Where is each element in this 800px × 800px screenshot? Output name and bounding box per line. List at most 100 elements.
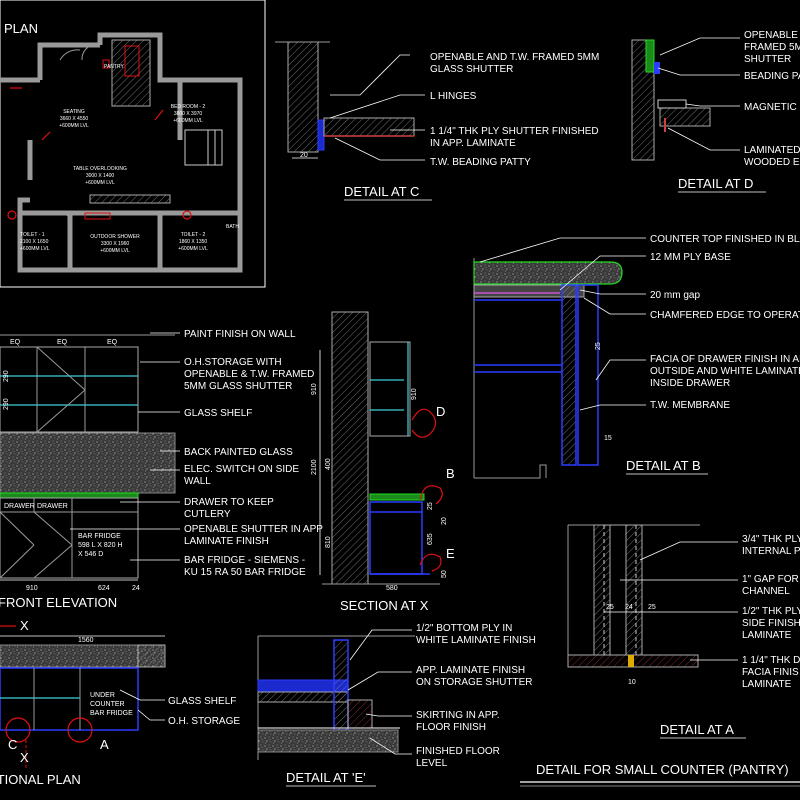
detail-b-dim-1: 25 [595, 342, 602, 350]
detail-a-note-7: LAMINATE [742, 630, 792, 641]
front-elev-note-13: BAR FRIDGE - SIEMENS - [184, 555, 305, 566]
front-elev-note-8: WALL [184, 476, 211, 487]
section-x-callout-d [411, 408, 437, 438]
svg-text:2100 X 1650: 2100 X 1650 [20, 239, 49, 245]
plan-room-label-seating: SEATING 3660 X 4550 +600MM LVL [59, 109, 89, 129]
front-elev-drawer-1: DRAWER [4, 503, 35, 510]
detail-d-note-1: OPENABLE [744, 30, 798, 41]
section-x-callout-b [419, 485, 443, 505]
detail-a-dim-25a: 25 [606, 604, 614, 611]
detail-a-title: DETAIL AT A [660, 722, 734, 737]
section-x-dim-910a: 910 [311, 383, 318, 395]
detail-c-dim: 20 [300, 152, 308, 159]
detail-a-note-9: FACIA FINIS [742, 667, 799, 678]
sectional-plan-marker-a: A [100, 737, 109, 752]
section-x-marker-b: B [446, 466, 455, 481]
plan-door-outdoor [84, 212, 111, 220]
sectional-plan-marker-x-bottom: X [20, 750, 29, 765]
detail-c: 20 OPENABLE AND T.W. FRAMED 5MM GLASS SH… [275, 41, 599, 201]
detail-b-note-7: INSIDE DRAWER [650, 378, 730, 389]
detail-b-note-3: 20 mm gap [650, 290, 700, 301]
front-elev-dim-910: 910 [26, 585, 38, 592]
detail-d-note-4: BEADING PA [744, 71, 800, 82]
front-elevation: DRAWER DRAWER BAR FRIDGE 598 L X 820 H X… [0, 329, 323, 610]
detail-a-note-5: 1/2" THK PLY [742, 606, 800, 617]
sectional-plan-inner-1: UNDER [90, 692, 115, 699]
section-x-dim-2100: 2100 [311, 459, 318, 475]
plan-view: PLAN SEATING 3660 X 4550 + [0, 0, 266, 288]
plan-title: PLAN [4, 21, 38, 36]
sectional-plan-inner-3: BAR FRIDGE [90, 710, 133, 717]
detail-e-title: DETAIL AT 'E' [286, 770, 366, 785]
detail-b-note-1: COUNTER TOP FINISHED IN BLAC [650, 234, 800, 245]
svg-text:3300 X 1960: 3300 X 1960 [101, 241, 130, 247]
detail-e-note-6: FLOOR FINISH [416, 722, 486, 733]
svg-text:3660 X 4550: 3660 X 4550 [60, 116, 89, 122]
detail-c-note-2: GLASS SHUTTER [430, 64, 513, 75]
detail-b-note-2: 12 MM PLY BASE [650, 252, 731, 263]
detail-a-dim-24: 24 [625, 604, 633, 611]
detail-c-note-4: 1 1/4" THK PLY SHUTTER FINISHED [430, 126, 599, 137]
plan-door-swing [59, 49, 81, 61]
section-x: 910 2100 400 810 580 910 25 20 635 50 D … [311, 311, 455, 613]
front-elev-note-6: BACK PAINTED GLASS [184, 447, 293, 458]
detail-a-panel-left [593, 524, 611, 656]
plan-room-label-toilet1: TOILET - 1 2100 X 1650 +600MM LVL [20, 232, 50, 252]
detail-e-note-2: WHITE LAMINATE FINISH [416, 635, 536, 646]
plan-room-label-bath: BATH [226, 224, 239, 230]
front-elev-dim-290b: 290 [3, 398, 10, 410]
detail-c-wall [287, 41, 319, 153]
detail-e-note-5: SKIRTING IN APP. [416, 710, 500, 721]
detail-a: 25 24 25 10 3/4" THK PLY INTERNAL P 1" G… [567, 524, 800, 739]
svg-text:TOILET - 2: TOILET - 2 [181, 232, 206, 238]
detail-a-note-2: INTERNAL P [742, 546, 800, 557]
plan-room-label-table: TABLE OVERLOOKING 3000 X 1400 +600MM LVL [73, 166, 127, 186]
front-elev-note-4: 5MM GLASS SHUTTER [184, 381, 292, 392]
sectional-plan: X 1560 UNDER COUNTER BAR FRIDGE GLASS SH… [0, 618, 240, 787]
front-elev-note-1: PAINT FINISH ON WALL [184, 329, 296, 340]
section-x-counter [369, 493, 425, 501]
detail-b-title: DETAIL AT B [626, 458, 701, 473]
detail-d-bead [654, 62, 660, 74]
detail-e-note-4: ON STORAGE SHUTTER [416, 677, 533, 688]
sheet-title-block: DETAIL FOR SMALL COUNTER (PANTRY) [520, 762, 800, 787]
svg-text:TOILET - 1: TOILET - 1 [20, 232, 45, 238]
front-elev-fridge-3: X 546 D [78, 551, 103, 558]
plan-door-swing-3 [59, 212, 73, 226]
front-elev-title: FRONT ELEVATION [0, 595, 117, 610]
detail-b-dim-2: 15 [604, 435, 612, 442]
sectional-plan-note-1: GLASS SHELF [168, 696, 236, 707]
svg-text:3800 X 3970: 3800 X 3970 [174, 111, 203, 117]
detail-a-note-10: LAMINATE [742, 679, 792, 690]
plan-walls [0, 32, 243, 273]
svg-text:+600MM LVL: +600MM LVL [20, 246, 50, 252]
detail-c-note-5: IN APP. LAMINATE [430, 138, 516, 149]
front-elev-note-12: LAMINATE FINISH [184, 536, 269, 547]
detail-a-dim-25b: 25 [648, 604, 656, 611]
detail-e-note-7: FINISHED FLOOR [416, 746, 500, 757]
detail-a-note-3: 1" GAP FOR [742, 574, 799, 585]
sectional-plan-dim: 1560 [78, 637, 94, 644]
sectional-plan-base-units [0, 667, 139, 731]
detail-b-note-5: FACIA OF DRAWER FINISH IN APP [650, 354, 800, 365]
detail-e-note-1: 1/2" BOTTOM PLY IN [416, 623, 512, 634]
detail-d-note-2: FRAMED 5M [744, 42, 800, 53]
plan-red-arc-2 [41, 131, 51, 141]
detail-d: OPENABLE FRAMED 5M SHUTTER BEADING PA MA… [631, 30, 800, 193]
front-elev-dim-624: 624 [98, 585, 110, 592]
plan-marker-circle-2 [7, 210, 17, 220]
sectional-plan-marker-x-top: X [20, 618, 29, 633]
detail-d-shelf [659, 107, 711, 127]
plan-pantry-hatch [111, 39, 151, 107]
detail-e-shutter [333, 639, 349, 731]
plan-room-label-pantry: PANTRY [104, 64, 124, 70]
sectional-plan-callout-c [5, 717, 31, 743]
detail-a-gap [609, 524, 627, 656]
front-elev-drawer-2: DRAWER [37, 503, 68, 510]
front-elev-dim-eq-2: EQ [57, 339, 68, 346]
svg-text:+600MM LVL: +600MM LVL [178, 246, 208, 252]
detail-e-note-8: LEVEL [416, 758, 448, 769]
front-elev-dim-eq-3: EQ [107, 339, 118, 346]
plan-room-label-bedroom: BED ROOM - 2 3800 X 3970 +600MM LVL [171, 104, 206, 124]
front-elev-dim-290a: 290 [3, 370, 10, 382]
